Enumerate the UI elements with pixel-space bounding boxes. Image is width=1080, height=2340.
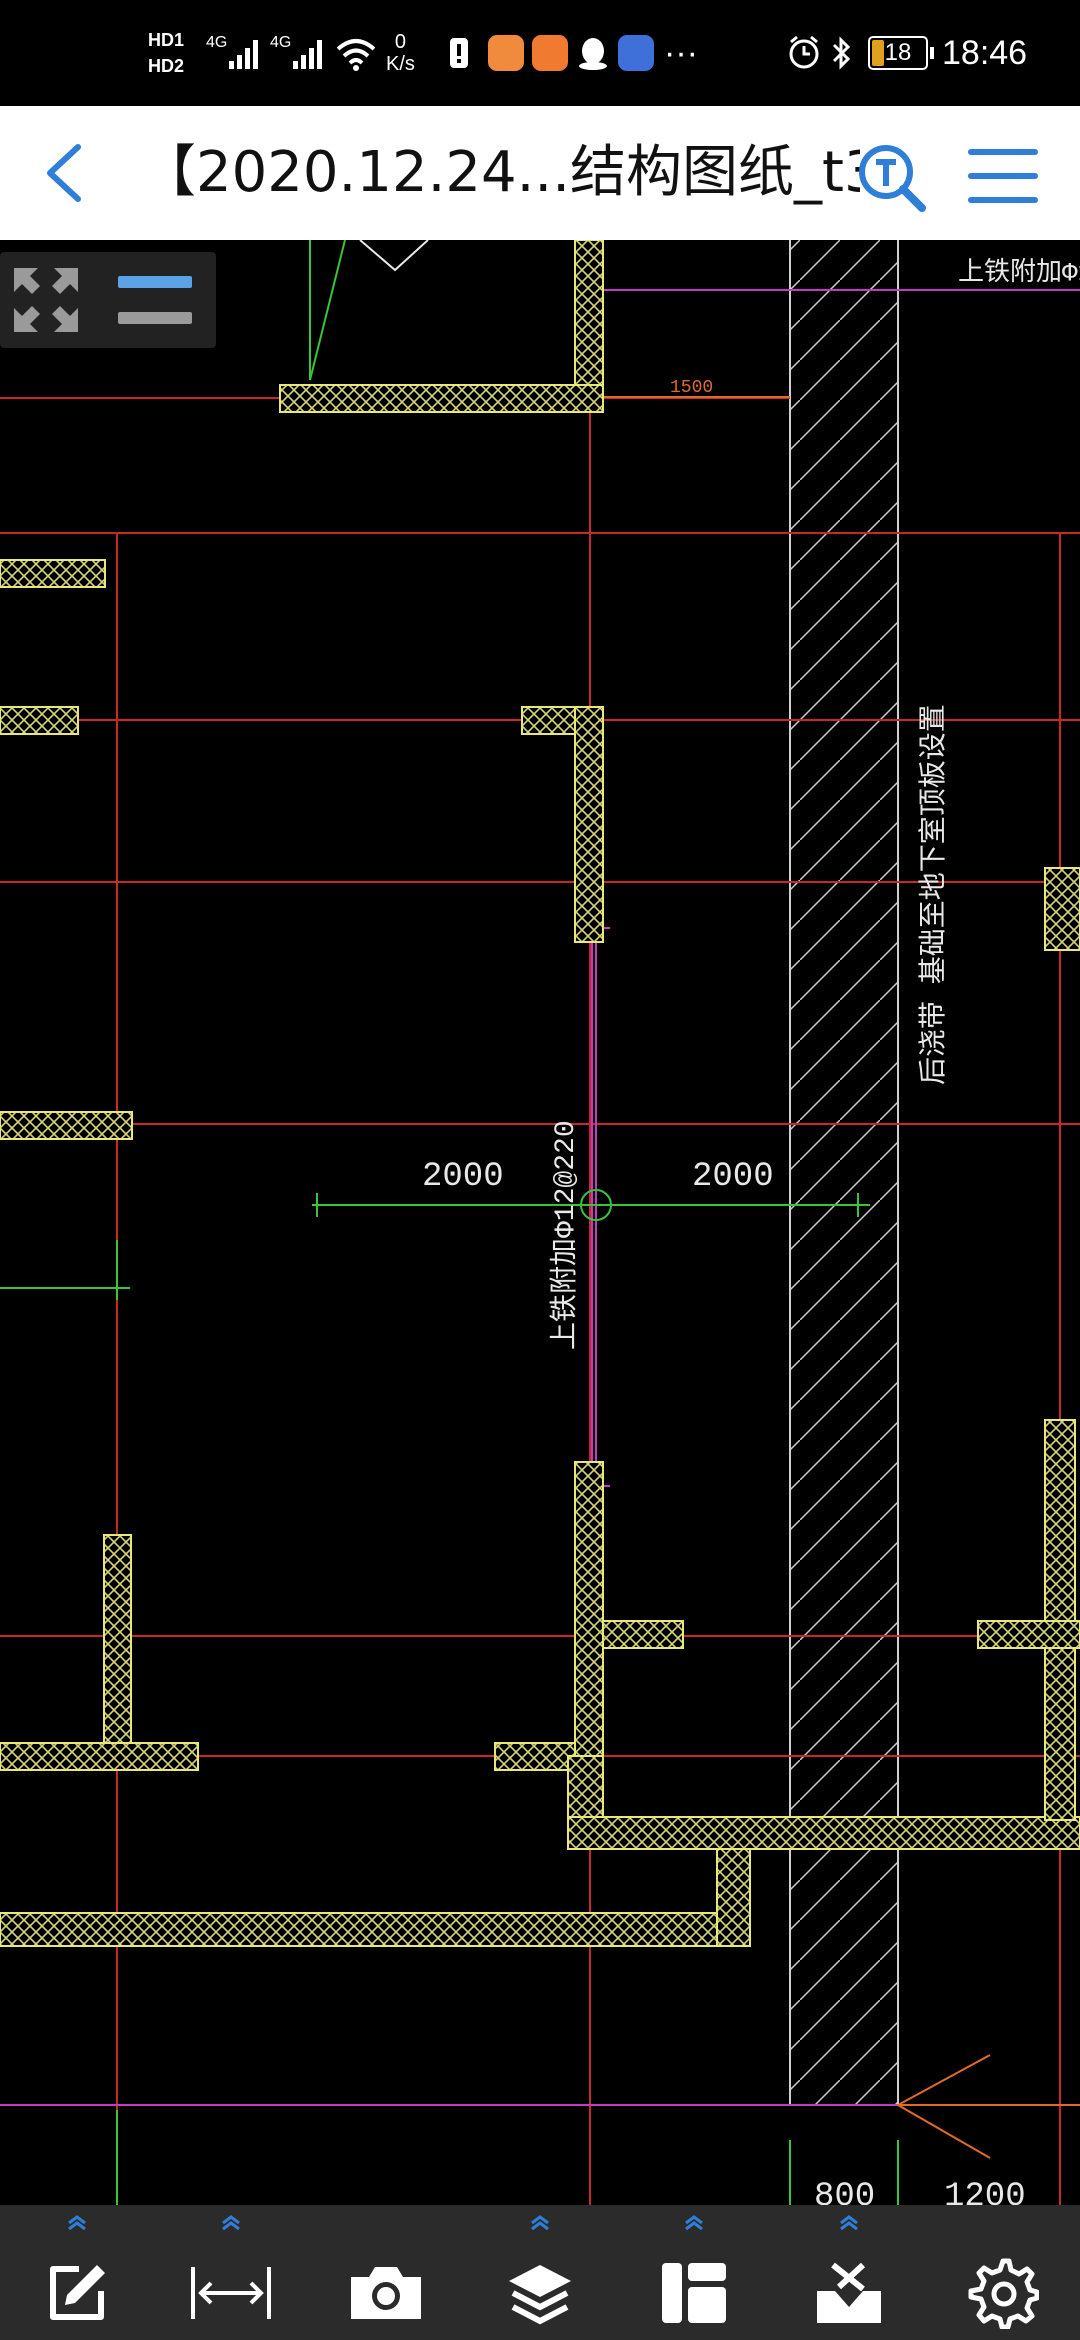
display-mode-toggle[interactable] — [116, 268, 194, 332]
alarm-icon — [786, 0, 822, 106]
app-header: 【2020.12.24...结构图纸_t3 — [0, 106, 1080, 240]
expand-icon — [14, 268, 78, 332]
signal-bars-icon — [293, 40, 323, 69]
tools-icon — [816, 2262, 881, 2323]
qq-icon — [579, 38, 607, 70]
text-search-button[interactable] — [856, 142, 928, 214]
back-button[interactable] — [36, 143, 96, 203]
sim1-label: HD1 — [148, 30, 185, 50]
camera-button[interactable] — [331, 2213, 441, 2333]
display-bars-icon — [118, 276, 192, 324]
note-rebar-vertical: 上铁附加Φ12@220 — [548, 1120, 582, 1350]
section-arrow — [895, 2054, 991, 2159]
battery-level — [872, 40, 884, 66]
chevron-left-icon — [47, 144, 81, 202]
layout-button[interactable] — [639, 2213, 749, 2333]
edit-button[interactable] — [22, 2213, 132, 2333]
wifi-icon — [334, 0, 378, 106]
layers-button[interactable] — [485, 2213, 595, 2333]
search-text-icon — [859, 145, 926, 212]
dim-1200: 1200 — [944, 2178, 1026, 2205]
dim-1500: 1500 — [670, 378, 713, 398]
green-dimension-lines — [0, 239, 899, 2205]
signal-bars-icon — [229, 40, 259, 69]
chevron-up-icon — [685, 2214, 704, 2230]
camera-icon — [350, 2266, 421, 2319]
layout-icon — [662, 2262, 727, 2323]
signal-2: 4G — [270, 0, 327, 106]
cad-drawing: 1500 — [0, 239, 1080, 2216]
fullscreen-button[interactable] — [10, 264, 82, 336]
sim-indicators: HD1 HD2 — [148, 0, 184, 106]
grid-node-circle — [580, 1189, 612, 1221]
drawing-canvas[interactable]: 1500 — [0, 239, 1080, 2216]
chevron-up-icon — [839, 2214, 858, 2230]
net-speed: 0 K/s — [386, 0, 415, 106]
battery-percent: 18 — [884, 39, 912, 66]
speed-value: 0 — [394, 31, 407, 53]
dim-2000-left: 2000 — [422, 1158, 504, 1196]
app-notification-icons: ··· — [488, 0, 698, 106]
note-rebar-top: 上铁附加Φ12@ — [958, 257, 1080, 288]
network-1-label: 4G — [206, 34, 228, 51]
measure-button[interactable] — [176, 2213, 286, 2333]
tools-button[interactable] — [794, 2213, 904, 2333]
clock: 18:46 — [942, 0, 1027, 106]
walls — [0, 239, 1080, 1947]
more-notifications: ··· — [664, 33, 698, 72]
battery-indicator: 18 — [868, 0, 934, 106]
settings-gear-icon — [968, 2258, 1039, 2329]
sim-alert-icon — [448, 0, 470, 106]
edit-icon — [50, 2264, 106, 2320]
sim2-label: HD2 — [148, 56, 185, 76]
chevron-up-icon — [222, 2214, 241, 2230]
grid-lines — [0, 240, 1080, 2205]
status-bar: HD1 HD2 4G 4G 0 K/s — [0, 0, 1080, 106]
network-2-label: 4G — [270, 34, 292, 51]
bottom-toolbar — [0, 2205, 1080, 2340]
chevron-up-icon — [531, 2214, 549, 2230]
bluetooth-icon — [830, 0, 854, 106]
speed-unit: K/s — [386, 53, 415, 75]
measure-icon — [191, 2266, 272, 2319]
chevron-up-icon — [68, 2214, 87, 2230]
video-app-icon — [532, 35, 568, 71]
settings-button[interactable] — [948, 2213, 1058, 2333]
menu-button[interactable] — [966, 146, 1040, 206]
post-cast-strip — [790, 240, 898, 2105]
music-app-icon — [618, 35, 654, 71]
layers-icon — [508, 2264, 571, 2324]
health-app-icon — [488, 35, 524, 71]
dim-800: 800 — [814, 2178, 875, 2205]
note-post-cast: 后浇带 基础至地下室顶板设置 — [917, 704, 951, 1085]
time-label: 18:46 — [942, 33, 1028, 72]
dim-2000-right: 2000 — [692, 1158, 774, 1196]
signal-1: 4G — [206, 0, 263, 106]
view-controls-panel — [0, 252, 216, 348]
hamburger-menu-icon — [968, 149, 1038, 203]
page-title: 【2020.12.24...结构图纸_t3 — [140, 140, 860, 205]
